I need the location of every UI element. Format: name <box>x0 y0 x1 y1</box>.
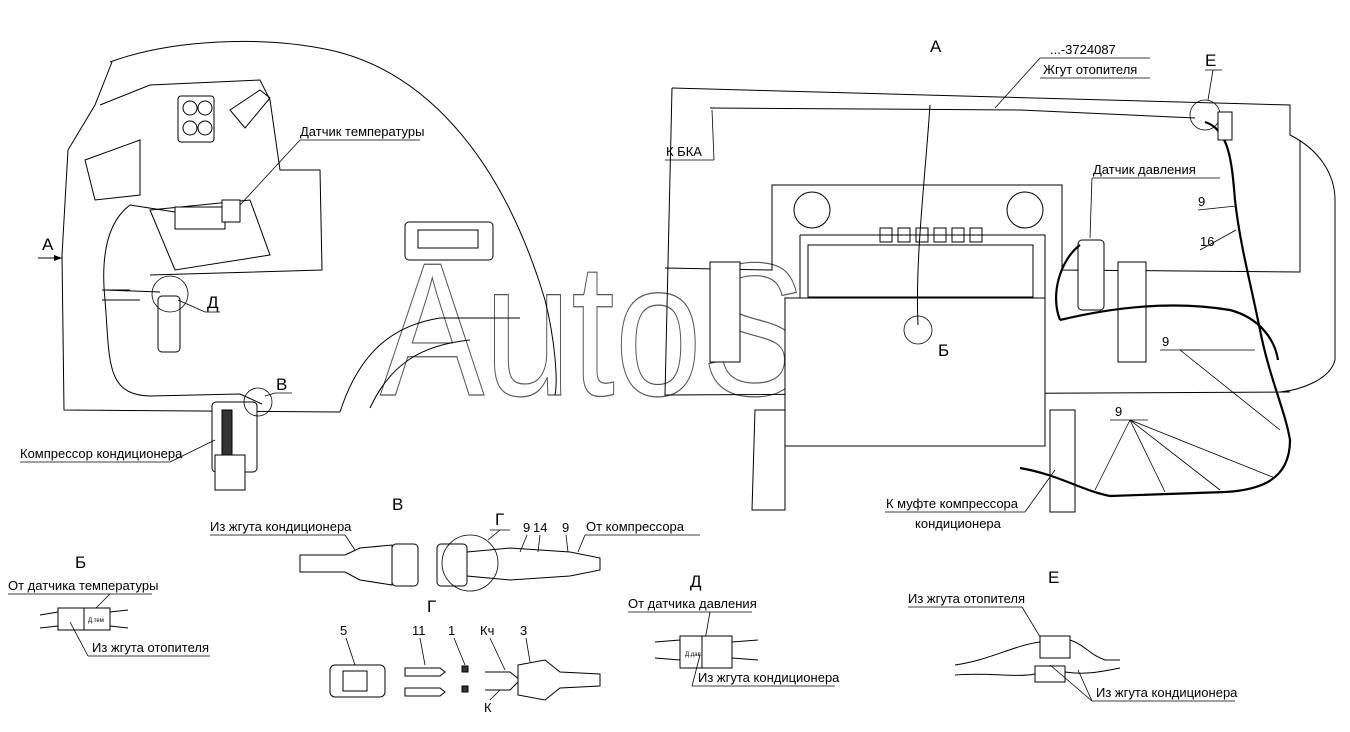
connector-mark-d: Д.дав <box>685 652 701 658</box>
detail-g-title: Г <box>427 597 436 616</box>
callout-d-label: Д <box>207 293 219 312</box>
pos-kch-label: Кч <box>480 623 494 638</box>
from-ac-harness-d-label: Из жгута кондиционера <box>698 670 840 685</box>
callout-v-label: В <box>276 375 287 394</box>
temp-sensor-label: Датчик температуры <box>300 124 424 139</box>
detail-e-title: Е <box>1048 568 1059 587</box>
detail-v: В Из жгута кондиционера Г 9 14 9 От комп… <box>210 495 700 592</box>
heater-harness-label: Жгут отопителя <box>1043 62 1137 77</box>
detail-d-title: Д <box>690 572 702 591</box>
ac-compressor-label: Компрессор кондиционера <box>20 446 183 461</box>
detail-g: Г 5 11 1 Кч 3 К <box>329 597 601 715</box>
from-pressure-sensor-label: От датчика давления <box>628 596 757 611</box>
connector-mark-b: Д.тем <box>88 618 104 624</box>
pos-9a-label: 9 <box>1198 194 1205 209</box>
pos-9-v2-label: 9 <box>562 520 569 535</box>
pos-9-v1-label: 9 <box>523 520 530 535</box>
pos-14-label: 14 <box>533 520 547 535</box>
callout-g-label: Г <box>495 510 504 529</box>
pos-k-label: К <box>484 700 492 715</box>
pos-1-label: 1 <box>448 623 455 638</box>
block-slots <box>879 227 983 243</box>
from-temp-sensor-label: От датчика температуры <box>8 578 158 593</box>
detail-v-title: В <box>392 495 403 514</box>
pressure-sensor-label: Датчик давления <box>1093 162 1196 177</box>
view-a-arrow-label: А <box>42 235 54 254</box>
from-heater-harness-b-label: Из жгута отопителя <box>92 640 209 655</box>
view-a-title: А <box>930 37 942 56</box>
clutch-label-2: кондиционера <box>915 516 1002 531</box>
to-bka-label: К БКА <box>666 144 702 159</box>
clutch-label-1: К муфте компрессора <box>886 496 1019 511</box>
part-number-label: ...-3724087 <box>1050 42 1116 57</box>
left-engine-view: А Датчик температуры Д В Компрессор конд… <box>20 40 557 491</box>
pos-5-label: 5 <box>340 623 347 638</box>
detail-b: Б От датчика температуры Д.тем Из жгута … <box>8 553 210 657</box>
pos-9c-label: 9 <box>1115 404 1122 419</box>
from-heater-harness-e-label: Из жгута отопителя <box>908 591 1025 606</box>
detail-d: Д От датчика давления Д.дав Из жгута кон… <box>628 572 840 687</box>
pos-3-label: 3 <box>520 623 527 638</box>
pos-16-label: 16 <box>1200 234 1214 249</box>
from-ac-harness-e-label: Из жгута кондиционера <box>1096 685 1238 700</box>
view-a: А <box>664 37 1336 531</box>
detail-b-title: Б <box>75 553 86 572</box>
pos-11-label: 11 <box>412 623 426 638</box>
callout-e-label: Е <box>1205 51 1216 70</box>
from-compressor-label: От компрессора <box>586 519 685 534</box>
detail-e: Е Из жгута отопителя Из жгута кондиционе… <box>908 568 1238 702</box>
callout-b-label: Б <box>938 341 949 360</box>
pos-9b-label: 9 <box>1162 334 1169 349</box>
from-ac-harness-v-label: Из жгута кондиционера <box>210 519 352 534</box>
